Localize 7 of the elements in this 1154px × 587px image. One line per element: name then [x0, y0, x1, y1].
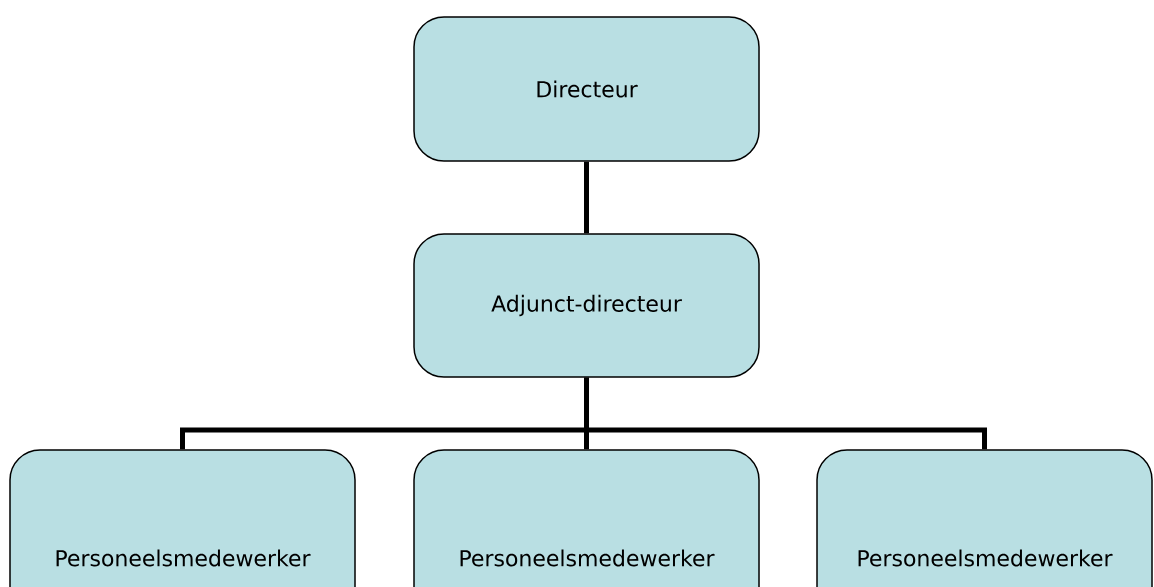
- org-box: Personeelsmedewerker: [413, 449, 760, 587]
- org-box: Personeelsmedewerker: [9, 449, 356, 587]
- connector-line: [584, 161, 589, 234]
- connector-line: [584, 377, 987, 450]
- org-box: Adjunct-directeur: [413, 233, 760, 378]
- org-box: Personeelsmedewerker: [816, 449, 1153, 587]
- org-box: Directeur: [413, 16, 760, 162]
